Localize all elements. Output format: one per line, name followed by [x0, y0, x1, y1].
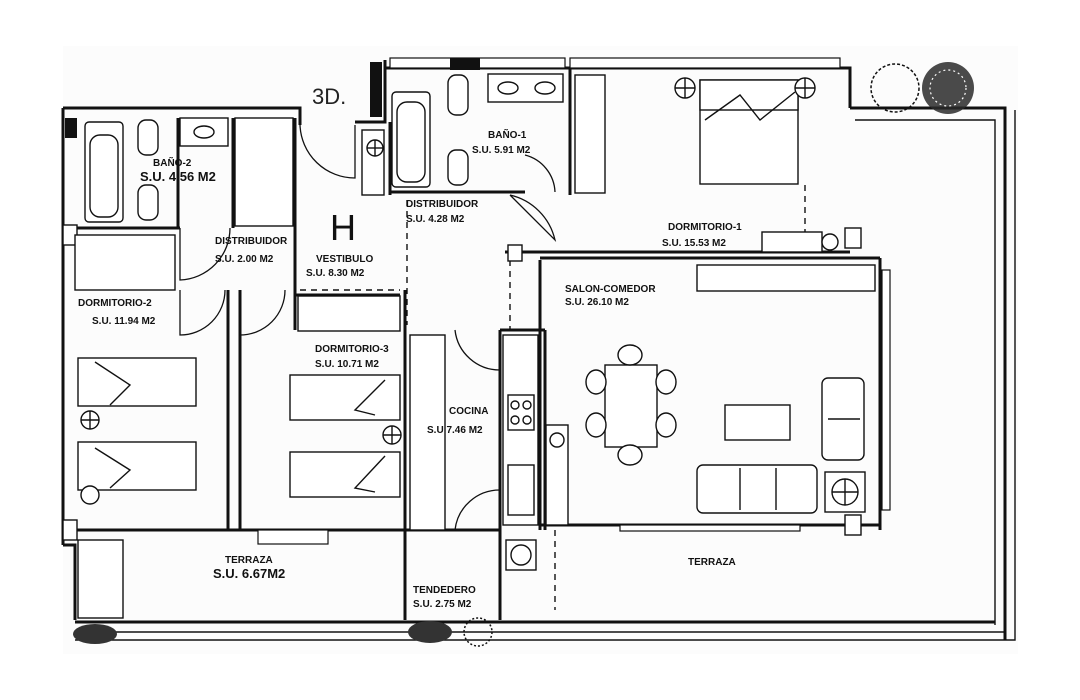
room-area-vestibulo: S.U. 8.30 M2 [306, 268, 365, 279]
room-name-salon-comedor: SALON-COMEDOR [565, 284, 656, 295]
room-name-dormitorio-3: DORMITORIO-3 [315, 344, 389, 355]
windows [65, 57, 891, 545]
room-area-terraza-left: S.U. 6.67M2 [213, 566, 285, 581]
exterior-walls [61, 60, 1007, 640]
room-name-dormitorio-1: DORMITORIO-1 [668, 222, 742, 233]
room-area-cocina: S.U 7.46 M2 [427, 425, 483, 436]
room-name-vestibulo: VESTIBULO [316, 254, 373, 265]
room-area-bano-2: S.U. 4.56 M2 [140, 169, 216, 184]
room-area-bano-1: S.U. 5.91 M2 [472, 145, 531, 156]
bathroom-2-fixtures [84, 117, 229, 223]
hall-mark: H [330, 207, 356, 248]
room-name-distribuidor-left: DISTRIBUIDOR [215, 236, 288, 247]
bathroom-1-fixtures [391, 73, 564, 188]
room-name-tendedero: TENDEDERO [413, 585, 476, 596]
interior-walls [75, 68, 882, 620]
room-area-salon-comedor: S.U. 26.10 M2 [565, 297, 629, 308]
room-area-distribuidor-left: S.U. 2.00 M2 [215, 254, 274, 265]
terrace-planters [73, 62, 974, 647]
wardrobes [74, 74, 606, 531]
room-area-dormitorio-1: S.U. 15.53 M2 [662, 238, 726, 249]
room-name-terraza-left: TERRAZA [225, 555, 273, 566]
room-name-terraza-right: TERRAZA [688, 557, 736, 568]
master-bed [674, 77, 839, 253]
room-name-bano-2: BAÑO-2 [153, 156, 192, 169]
kitchen-fixtures [502, 334, 569, 571]
room-area-dormitorio-2: S.U. 11.94 M2 [92, 316, 156, 327]
unit-code: 3D. [312, 84, 346, 109]
room-name-dormitorio-2: DORMITORIO-2 [78, 298, 152, 309]
doors [179, 124, 557, 531]
living-dining-furniture [366, 139, 876, 514]
room-name-distribuidor-right: DISTRIBUIDOR [406, 199, 479, 210]
room-name-bano-1: BAÑO-1 [488, 128, 527, 141]
columns [62, 224, 862, 541]
bedroom-3-beds [289, 374, 402, 498]
terrace-railing [75, 110, 1016, 641]
room-area-dormitorio-3: S.U. 10.71 M2 [315, 359, 379, 370]
room-name-cocina: COCINA [449, 406, 488, 417]
dashed-boundaries [300, 185, 806, 610]
room-area-distribuidor-right: S.U. 4.28 M2 [406, 214, 465, 225]
room-area-tendedero: S.U. 2.75 M2 [413, 599, 472, 610]
bedroom-2-beds [77, 357, 197, 505]
